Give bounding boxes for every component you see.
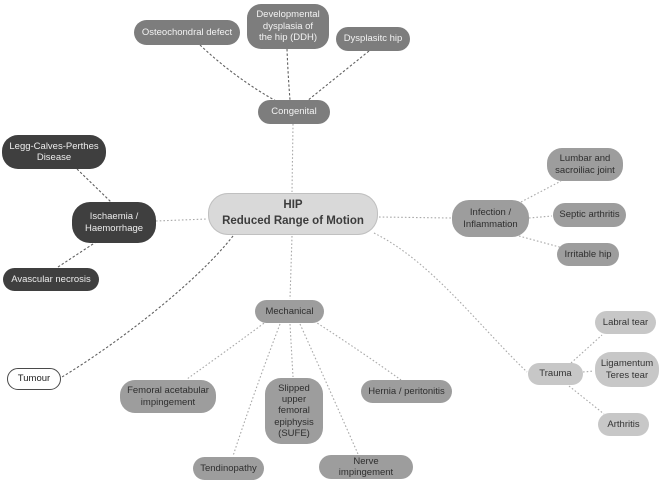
node-congenital: Congenital	[258, 100, 330, 124]
node-slipped-upper-femoral-epiphysis: Slipped upper femoral epiphysis (SUFE)	[265, 378, 323, 444]
node-osteochondral-defect: Osteochondral defect	[134, 20, 240, 45]
edge-mechanical-femoral	[186, 320, 268, 380]
node-irritable-hip: Irritable hip	[557, 243, 619, 266]
node-labral-tear: Labral tear	[595, 311, 656, 334]
node-lumbar-and-sacroiliac-joint: Lumbar and sacroiliac joint	[547, 148, 623, 181]
node-developmental-dysplasia-of-the-hip: Developmental dysplasia of the hip (DDH)	[247, 4, 329, 49]
node-tendinopathy: Tendinopathy	[193, 457, 264, 480]
node-septic-arthritis: Septic arthritis	[553, 203, 626, 227]
node-legg-calves-perthes-disease: Legg-Calves-Perthes Disease	[2, 135, 106, 169]
node-mechanical: Mechanical	[255, 300, 324, 323]
node-femoral-acetabular-impingement: Femoral acetabular impingement	[120, 380, 216, 413]
edge-infection-septic	[528, 215, 553, 219]
edge-mechanical-sufe	[289, 323, 294, 378]
edge-center-mechanical	[289, 235, 293, 300]
edge-ischaemia-lcp	[76, 168, 112, 203]
edge-congenital-osteochondral	[199, 44, 277, 102]
edge-infection-irritable	[518, 235, 564, 249]
edge-trauma-labral	[570, 334, 603, 364]
node-hernia-peritonitis: Hernia / peritonitis	[361, 380, 452, 403]
node-arthritis: Arthritis	[598, 413, 649, 436]
edge-ischaemia-avascular	[57, 241, 97, 268]
edge-infection-lumbar	[520, 180, 562, 203]
edge-congenital-dysplastic	[306, 50, 370, 102]
node-trauma: Trauma	[528, 363, 583, 385]
edge-trauma-arthritis	[568, 385, 605, 415]
node-tumour: Tumour	[7, 368, 61, 390]
edge-center-congenital	[291, 123, 294, 193]
edge-center-tumour	[61, 235, 234, 378]
node-ligamentum-teres-tear: Ligamentum Teres tear	[595, 352, 659, 387]
node-infection-inflammation: Infection / Inflammation	[452, 200, 529, 237]
node-center-hip-reduced-range-of-motion: HIP Reduced Range of Motion	[208, 193, 378, 235]
node-dysplastic-hip: Dysplasitc hip	[336, 27, 410, 51]
node-nerve-impingement: Nerve impingement	[319, 455, 413, 479]
edge-center-infection	[378, 216, 452, 219]
edge-mechanical-hernia	[310, 318, 402, 381]
node-ischaemia-haemorrhage: Ischaemia / Haemorrhage	[72, 202, 156, 243]
edge-trauma-ligamentum	[582, 370, 595, 373]
edge-mechanical-nerve	[299, 323, 359, 455]
edge-center-ischaemia	[155, 218, 208, 222]
edge-center-trauma	[373, 232, 528, 373]
node-avascular-necrosis: Avascular necrosis	[3, 268, 99, 291]
edge-congenital-ddh	[286, 48, 291, 101]
